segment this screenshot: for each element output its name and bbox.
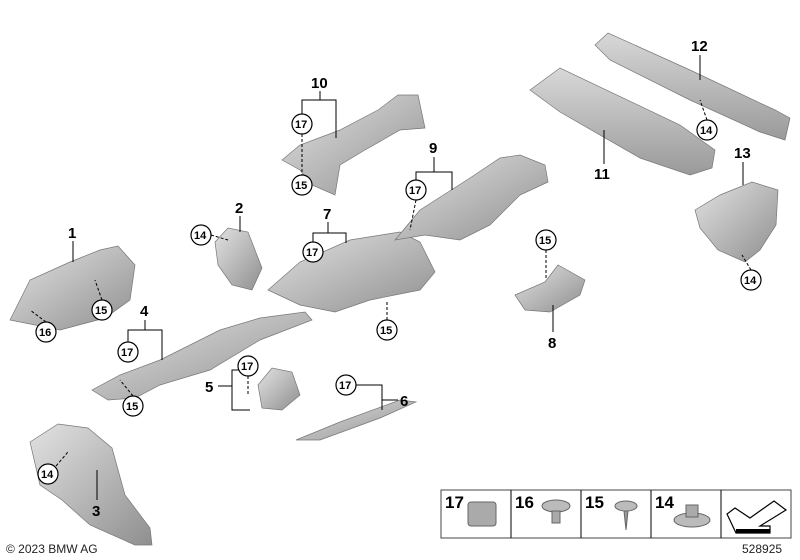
svg-text:17: 17: [295, 119, 307, 131]
part-3[interactable]: [29, 423, 153, 546]
callout-numbers: 1 2 3 4 5 6 7 8 9 10 11 12 13: [68, 38, 751, 520]
svg-text:14: 14: [41, 469, 54, 481]
legend-item-14: 14: [655, 493, 711, 528]
svg-text:15: 15: [126, 401, 138, 413]
part-8[interactable]: [514, 264, 586, 313]
svg-text:17: 17: [409, 185, 421, 197]
circled-callouts: 17 15 14 15 16 17 15 17 17 17 15 15 17 1…: [35, 113, 762, 485]
part-11[interactable]: [529, 67, 716, 176]
part-13[interactable]: [694, 181, 779, 263]
callout-6: 6: [400, 393, 408, 410]
svg-text:15: 15: [585, 493, 604, 512]
callout-5: 5: [205, 379, 213, 396]
svg-text:17: 17: [339, 380, 351, 392]
part-12[interactable]: [594, 32, 791, 141]
svg-text:14: 14: [700, 125, 713, 137]
circle-17: 17: [335, 374, 357, 396]
part-2[interactable]: [214, 227, 263, 291]
copyright: © 2023 BMW AG: [6, 542, 98, 556]
svg-text:14: 14: [194, 230, 207, 242]
callout-2: 2: [235, 200, 243, 217]
legend-item-15: 15: [585, 493, 638, 531]
callout-9: 9: [429, 140, 437, 157]
screw-icon: [614, 500, 638, 512]
circle-15: 15: [91, 299, 113, 321]
circle-17: 17: [291, 113, 313, 135]
part-5[interactable]: [257, 367, 301, 411]
svg-text:15: 15: [380, 325, 392, 337]
callout-8: 8: [548, 335, 556, 352]
callout-13: 13: [734, 145, 751, 162]
part-9[interactable]: [394, 154, 549, 241]
svg-text:15: 15: [295, 180, 307, 192]
callout-12: 12: [691, 38, 708, 55]
circle-17: 17: [117, 341, 139, 363]
svg-text:17: 17: [121, 347, 133, 359]
callout-4: 4: [140, 303, 149, 320]
circle-17: 17: [302, 241, 324, 263]
callout-11: 11: [594, 166, 610, 183]
expanding-rivet-icon: [541, 499, 571, 513]
circle-16: 16: [35, 321, 57, 343]
svg-text:17: 17: [241, 361, 253, 373]
part-10[interactable]: [281, 94, 426, 196]
circle-14: 14: [740, 269, 762, 291]
part-6[interactable]: [295, 399, 418, 441]
svg-text:16: 16: [39, 327, 51, 339]
circle-14: 14: [190, 224, 212, 246]
callout-10: 10: [311, 75, 328, 92]
clip-nut-icon: [467, 501, 497, 527]
callout-1: 1: [68, 225, 76, 242]
callout-3: 3: [92, 503, 100, 520]
legend-item-16: 16: [515, 493, 571, 524]
circle-15: 15: [376, 319, 398, 341]
svg-text:17: 17: [306, 247, 318, 259]
circle-15: 15: [535, 229, 557, 251]
fastener-legend: 17 16 15 14: [440, 489, 792, 539]
svg-text:15: 15: [539, 235, 551, 247]
circle-15: 15: [291, 174, 313, 196]
part-7[interactable]: [267, 231, 436, 313]
svg-text:15: 15: [95, 305, 107, 317]
svg-text:14: 14: [655, 493, 674, 512]
leader-lines: [29, 55, 752, 500]
circle-15: 15: [122, 395, 144, 417]
circle-14: 14: [37, 463, 59, 485]
circle-17: 17: [237, 355, 259, 377]
callout-7: 7: [323, 206, 331, 223]
circle-17: 17: [405, 179, 427, 201]
arrow-icon: [726, 500, 788, 534]
diagram-id: 528925: [742, 542, 782, 556]
circle-14: 14: [696, 119, 718, 141]
svg-text:16: 16: [515, 493, 534, 512]
svg-text:14: 14: [744, 275, 757, 287]
legend-item-17: 17: [445, 493, 497, 527]
svg-text:17: 17: [445, 493, 464, 512]
